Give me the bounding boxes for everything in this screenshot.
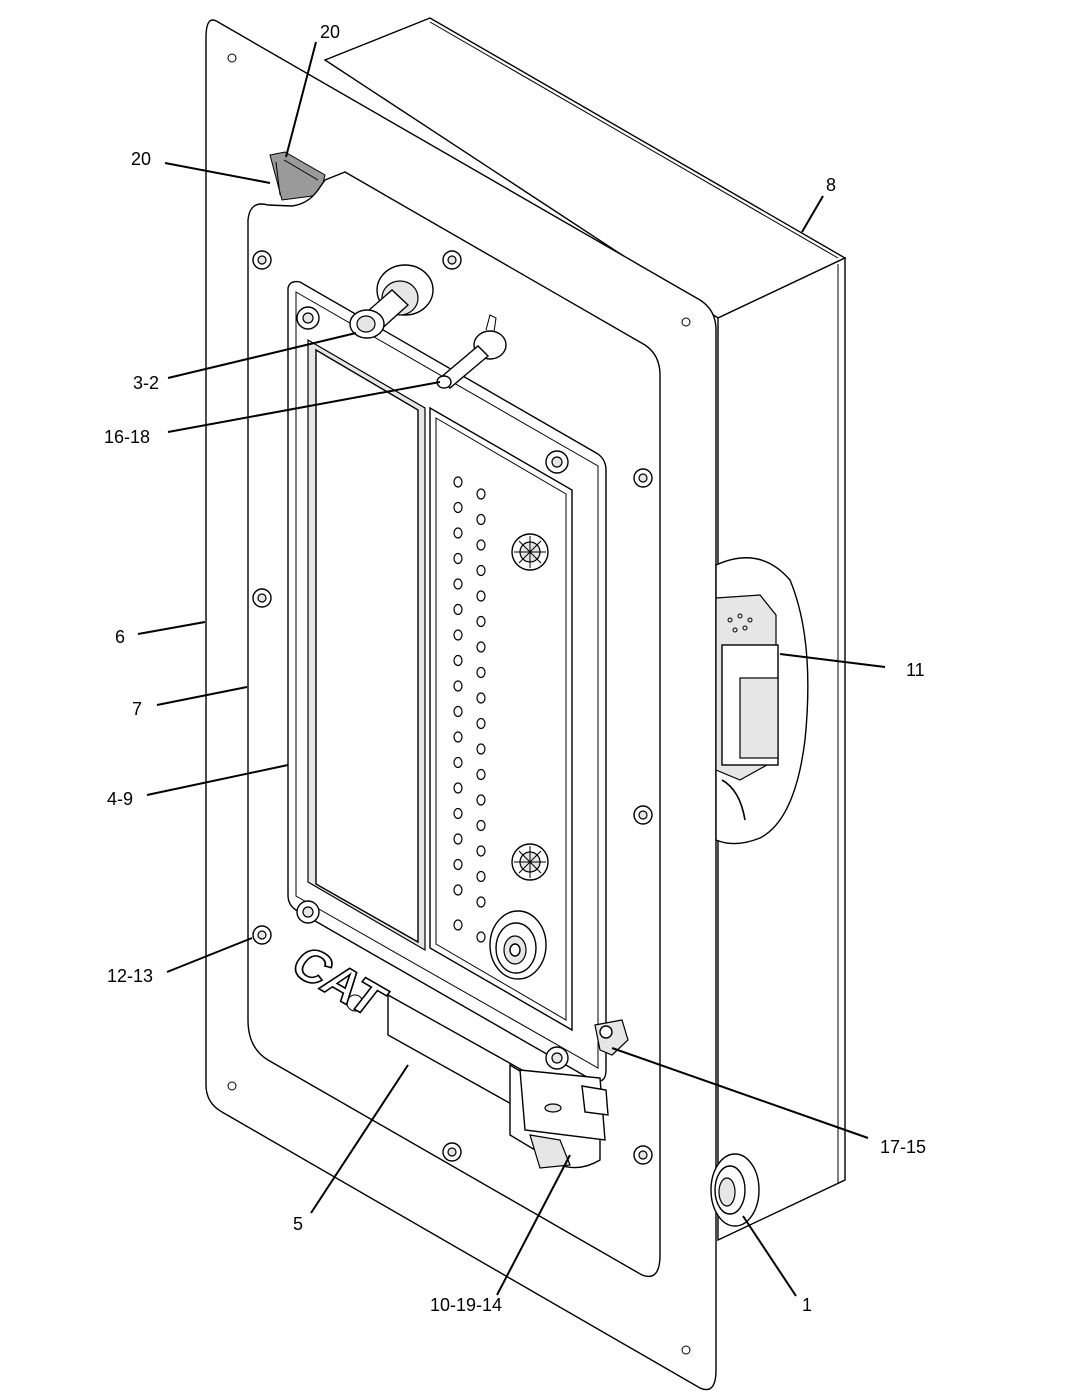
latch-assembly [509, 1019, 629, 1169]
led-dot [476, 717, 486, 730]
led-dot [476, 539, 486, 551]
callout-17-15: 17-15 [880, 1137, 926, 1157]
led-dot [453, 680, 463, 692]
led-dot [476, 590, 486, 602]
led-dot [476, 768, 486, 781]
callout-16-18: 16-18 [104, 427, 150, 447]
callout-8: 8 [826, 175, 836, 195]
led-dot [476, 666, 486, 679]
led-dot [476, 513, 486, 526]
led-dot [453, 629, 463, 641]
key-switch [349, 264, 434, 339]
leader-lines [137, 41, 886, 1297]
led-dot [476, 564, 486, 577]
led-dot [453, 578, 463, 590]
led-dot [476, 819, 486, 832]
callout-labels: 20 20 8 3-2 16-18 6 11 7 4-9 12-13 17-15… [104, 22, 926, 1315]
gear-fastener-bottom [511, 843, 549, 881]
led-dot [453, 731, 463, 743]
callout-6: 6 [115, 627, 125, 647]
led-dot [453, 527, 463, 539]
harness-connector [715, 557, 809, 845]
panel-screws [252, 250, 653, 1165]
led-dot [476, 692, 486, 704]
led-dot [476, 641, 486, 653]
led-dot [476, 931, 486, 943]
led-dot [453, 756, 463, 769]
grommet [710, 1153, 760, 1227]
callout-20-top: 20 [320, 22, 340, 42]
led-dot [476, 743, 486, 755]
led-dot [453, 603, 463, 616]
led-dot [476, 794, 486, 806]
led-dot [476, 488, 486, 500]
callout-3-2: 3-2 [133, 373, 159, 393]
led-dot [453, 782, 463, 794]
callout-4-9: 4-9 [107, 789, 133, 809]
callout-5: 5 [293, 1214, 303, 1234]
flange-holes [227, 53, 691, 1355]
frame-screws [296, 306, 569, 1070]
led-dot [476, 870, 486, 883]
led-indicator-array [453, 476, 486, 943]
led-dot [453, 884, 463, 896]
led-dot [453, 919, 463, 931]
led-dot [453, 807, 463, 820]
callout-20-left: 20 [131, 149, 151, 169]
led-dot [476, 896, 486, 908]
callout-1: 1 [802, 1295, 812, 1315]
led-dot [476, 845, 486, 857]
callout-7: 7 [132, 699, 142, 719]
led-dot [453, 833, 463, 845]
callout-11: 11 [906, 660, 925, 680]
led-dot [476, 615, 486, 628]
led-dot [453, 654, 463, 667]
round-connector [489, 910, 547, 980]
callout-12-13: 12-13 [107, 966, 153, 986]
led-dot [453, 552, 463, 565]
toggle-switch [436, 314, 507, 389]
led-dot [453, 476, 463, 488]
led-dot [453, 858, 463, 871]
gear-fastener-top [511, 533, 549, 571]
callout-10-19-14: 10-19-14 [430, 1295, 502, 1315]
led-dot [453, 705, 463, 718]
led-dot [453, 501, 463, 514]
